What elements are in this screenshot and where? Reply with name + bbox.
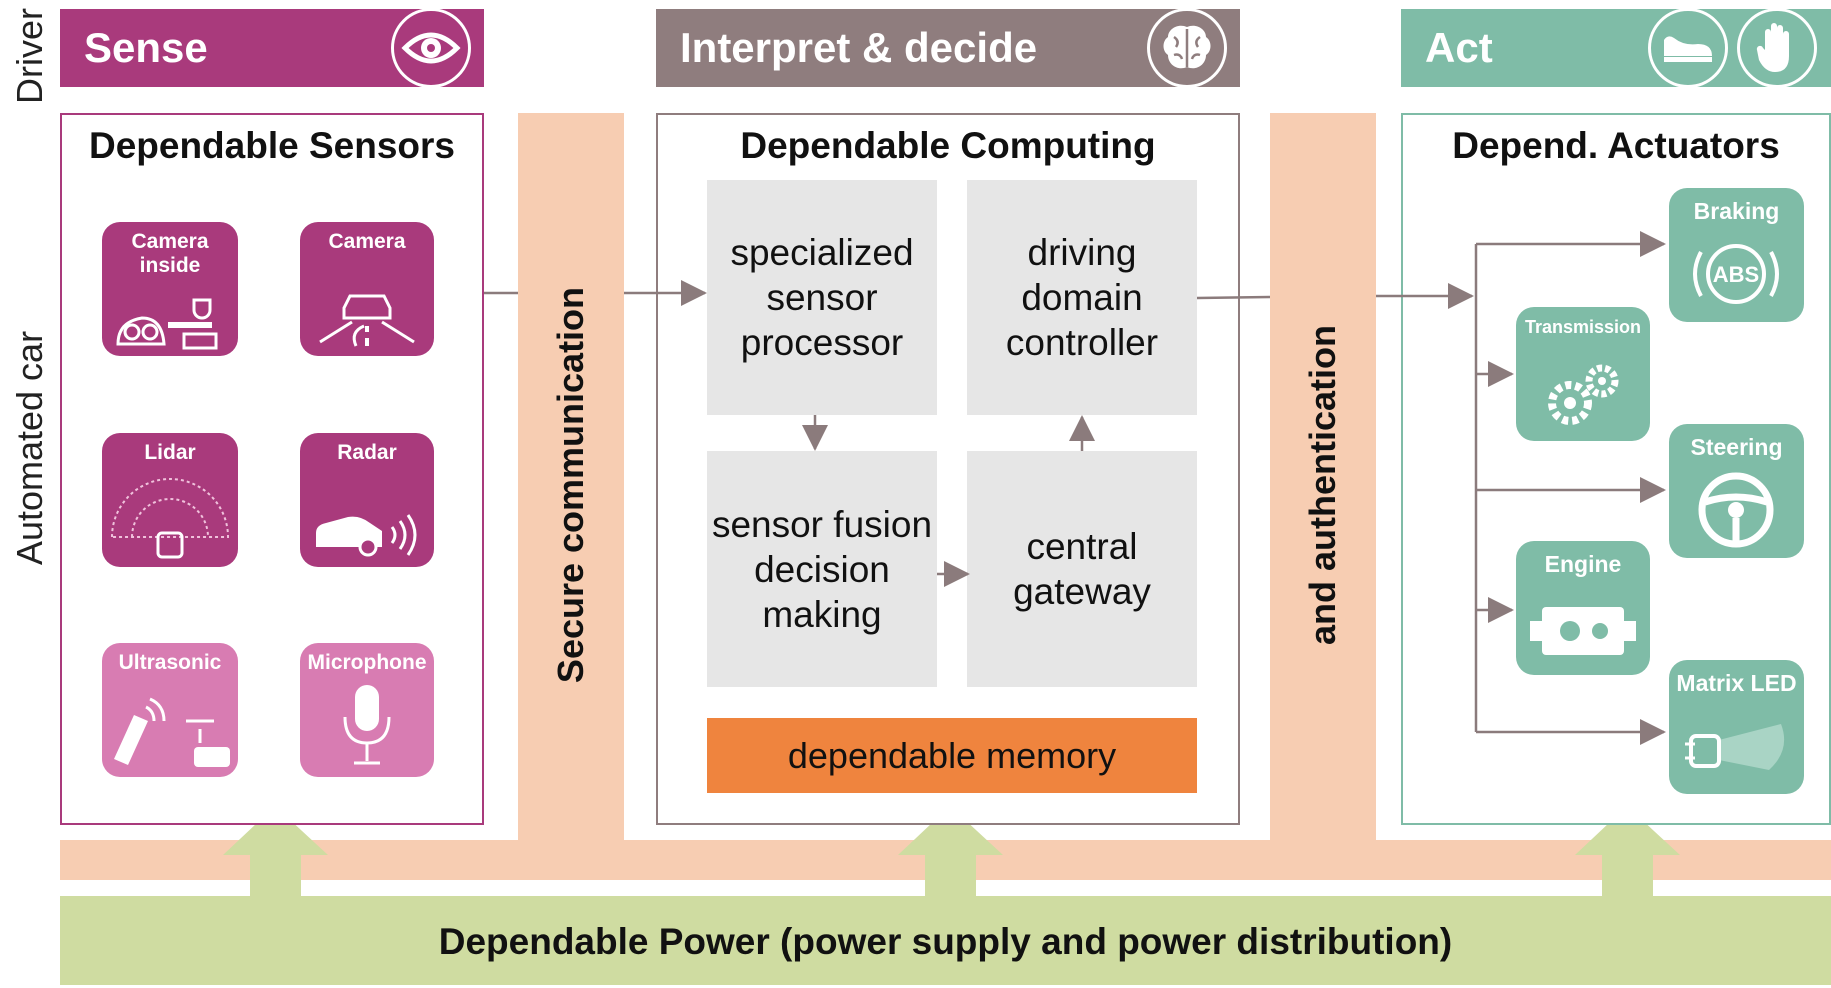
engine-icon [1530,607,1636,655]
sense-header: Sense [60,8,484,88]
steering-wheel-icon [1698,472,1774,548]
secure-band-right [1270,113,1376,880]
box-label: sensor fusion decision making [711,503,933,635]
shoe-icon [1648,8,1728,88]
power-arrow-computing [898,806,1003,896]
dependable-memory-box[interactable]: dependable memory [707,718,1197,793]
actuator-label: Engine [1544,551,1622,577]
actuator-label: Transmission [1524,317,1642,337]
power-arrow-actuators [1575,806,1680,896]
sensor-tile-lidar[interactable]: Lidar [102,433,238,567]
sensor-label: Lidar [144,441,196,464]
arrow-ddc-to-bus [1196,295,1271,300]
power-bar [60,896,1831,985]
actuator-steering[interactable]: Steering [1669,424,1804,558]
secure-band-left [518,113,624,880]
hand-icon [1737,8,1817,88]
actuator-label: Braking [1693,198,1780,224]
act-header-label: Act [1425,24,1493,71]
microphone-icon [343,685,391,765]
actuators-title: Depend. Actuators [1452,125,1780,166]
brain-icon [1147,8,1227,88]
gears-icon [1548,364,1619,425]
sensor-label: Camera [328,230,406,253]
sensor-fusion-decision-making-box[interactable]: sensor fusion decision making [707,451,937,687]
eye-icon [391,8,471,88]
specialized-sensor-processor-box[interactable]: specialized sensor processor [707,180,937,415]
sensor-label: Camera inside [131,230,209,277]
parking-icon [114,697,230,767]
lidar-fan-icon [110,478,230,559]
actuator-label: Steering [1690,434,1783,460]
sensor-label: Microphone [307,651,427,674]
sensor-tile-camera[interactable]: Camera [300,222,434,356]
power-arrow-sensors [223,806,328,896]
actuator-label: Matrix LED [1676,670,1797,696]
memory-label: dependable memory [787,735,1117,776]
actuator-transmission[interactable]: Transmission [1516,307,1650,441]
sensor-label: Ultrasonic [118,651,222,674]
act-header: Act [1401,8,1831,88]
sensor-label: Radar [337,441,397,464]
sensors-title: Dependable Sensors [88,125,455,166]
sensor-tile-radar[interactable]: Radar [300,433,434,567]
headlight-icon [1685,724,1785,770]
central-gateway-box[interactable]: central gateway [967,451,1197,687]
sensor-tile-microphone[interactable]: Microphone [300,643,434,777]
computing-title: Dependable Computing [740,125,1156,166]
box-label: specialized sensor processor [730,232,914,363]
svg-text:ABS: ABS [1713,262,1759,287]
driving-domain-controller-box[interactable]: driving domain controller [967,180,1197,415]
sensor-tile-camera-inside[interactable]: Camera inside [102,222,238,356]
interpret-header: Interpret & decide [656,8,1240,88]
actuator-braking[interactable]: Braking ABS [1669,188,1804,322]
actuator-engine[interactable]: Engine [1516,541,1650,675]
box-label: central gateway [1013,526,1151,612]
sensor-tile-ultrasonic[interactable]: Ultrasonic [102,643,238,777]
interpret-header-label: Interpret & decide [680,24,1038,71]
car-road-icon [319,294,415,347]
actuator-matrix-led[interactable]: Matrix LED [1669,660,1804,794]
power-label: Dependable Power (power supply and power… [438,921,1453,962]
box-label: driving domain controller [1005,232,1159,363]
abs-icon: ABS [1693,244,1779,304]
sense-header-label: Sense [84,24,208,71]
car-radar-icon [316,514,417,557]
driver-cockpit-icon [116,298,218,350]
